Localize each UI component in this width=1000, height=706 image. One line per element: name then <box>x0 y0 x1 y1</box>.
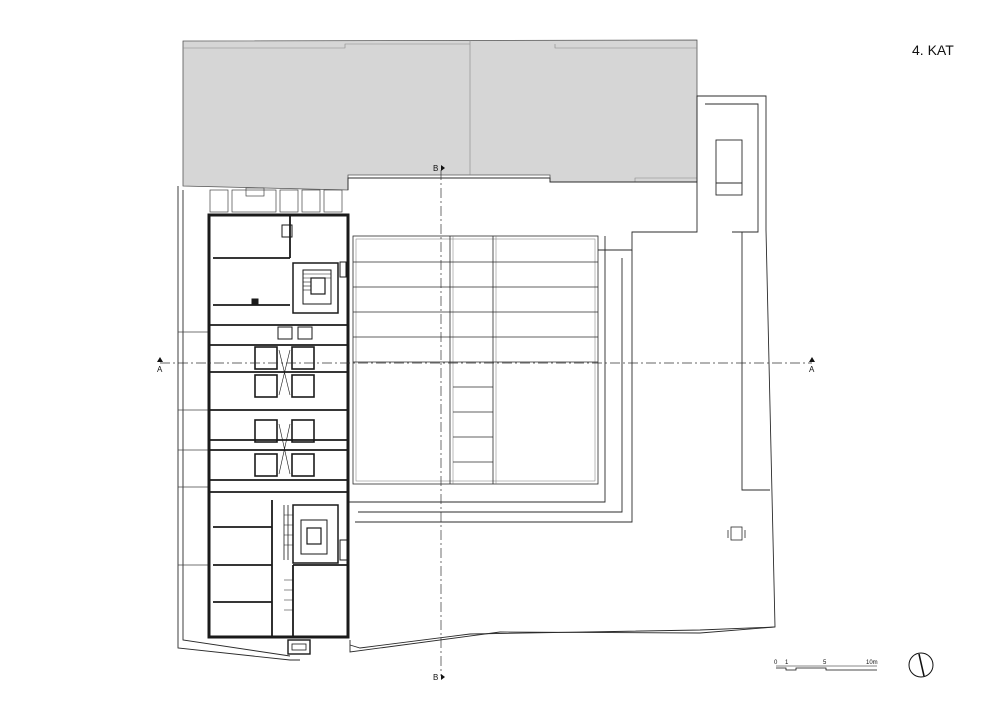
section-b-bottom-label: B <box>433 673 438 682</box>
section-line-b: B B <box>433 164 445 682</box>
interior-walls <box>209 215 348 637</box>
balcony-lines <box>178 331 208 566</box>
terrace-outline <box>177 95 776 661</box>
section-b-top-label: B <box>433 164 438 173</box>
section-a-left-label: A <box>157 365 163 374</box>
scale-tick-5: 5 <box>823 660 827 666</box>
parapet-boxes <box>209 187 343 213</box>
rooftop-unit <box>715 139 743 196</box>
scale-tick-1: 1 <box>785 660 789 666</box>
wet-core-lower <box>254 419 315 477</box>
scale-bar: 0 1 5 10m <box>774 660 878 671</box>
stair-core-south <box>283 504 339 611</box>
patio-table <box>727 526 746 541</box>
building-walls <box>207 213 350 639</box>
section-a-right-label: A <box>809 365 815 374</box>
wet-core-upper <box>254 346 315 398</box>
north-arrow-icon <box>908 652 934 678</box>
fixtures <box>251 224 348 655</box>
adjacent-building <box>182 39 698 191</box>
courtyard-grid <box>352 235 599 485</box>
scale-tick-0: 0 <box>774 660 778 666</box>
scale-tick-10m: 10m <box>866 660 878 666</box>
stair-core-north <box>292 262 339 314</box>
section-line-a: A A <box>157 357 815 374</box>
floor-label: 4. KAT <box>912 42 954 58</box>
